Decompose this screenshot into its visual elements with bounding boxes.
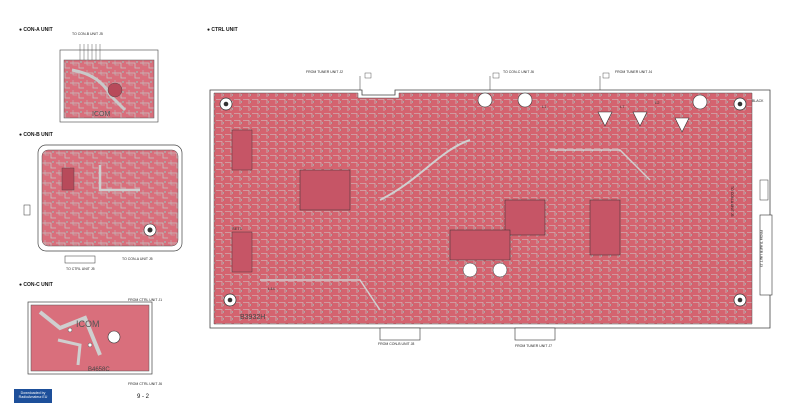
ctrl-board bbox=[209, 72, 773, 341]
label-from-tuner-unit-j7: FROM TUNER UNIT J7 bbox=[515, 344, 553, 348]
label-from-tuner-unit-j2: FROM TUNER UNIT J2 bbox=[306, 70, 344, 74]
label-from-con-b-unit-j8: FROM CON-B UNIT J8 bbox=[378, 342, 415, 346]
label-to-con-a-unit-j5: TO CON-A UNIT J5 bbox=[730, 186, 734, 217]
ctrl-board-id: B3932H bbox=[240, 314, 265, 321]
con-c-board bbox=[27, 301, 153, 375]
con-a-icom-mark: ICOM bbox=[92, 111, 110, 118]
con-a-unit-heading: ● CON-A UNIT bbox=[19, 27, 53, 33]
label-to-con-b-unit-j5: TO CON-B UNIT J5 bbox=[72, 32, 103, 36]
ctrl-unit-heading: ● CTRL UNIT bbox=[207, 27, 238, 33]
label-to-con-c-unit-j6: TO CON-C UNIT J6 bbox=[503, 70, 534, 74]
label-to-con-a-unit-j5-b: TO CON-A UNIT J5 bbox=[122, 257, 153, 261]
ctrl-l1-mark: L1 bbox=[542, 104, 547, 109]
page-number: 9 - 2 bbox=[137, 394, 150, 400]
con-c-board-id: B4658C bbox=[88, 367, 110, 373]
con-a-board bbox=[59, 44, 159, 123]
ctrl-l7-mark: L7 bbox=[620, 104, 625, 109]
ctrl-l2-mark: L2 bbox=[655, 100, 660, 105]
label-from-tuner-unit-j3: FROM TUNER UNIT J3 bbox=[759, 230, 763, 268]
ctrl-black-mark: BLACK bbox=[752, 99, 764, 103]
label-from-ctrl-unit-j1: FROM CTRL UNIT J1 bbox=[128, 298, 163, 302]
con-b-unit-heading: ● CON-B UNIT bbox=[19, 132, 53, 138]
label-from-tuner-unit-j4: FROM TUNER UNIT J4 bbox=[615, 70, 653, 74]
con-c-unit-heading: ● CON-C UNIT bbox=[19, 282, 53, 288]
ctrl-set1-mark: SET1 bbox=[232, 226, 243, 231]
con-b-board bbox=[23, 144, 183, 264]
label-to-ctrl-unit-j5: TO CTRL UNIT J5 bbox=[66, 267, 95, 271]
downloaded-by-badge: Downloaded by RadioAmateur.EU bbox=[14, 389, 52, 403]
con-c-icom-mark: ICOM bbox=[76, 319, 100, 329]
label-from-ctrl-unit-j6: FROM CTRL UNIT J6 bbox=[128, 382, 163, 386]
ctrl-l44-mark: L44 bbox=[268, 286, 275, 291]
